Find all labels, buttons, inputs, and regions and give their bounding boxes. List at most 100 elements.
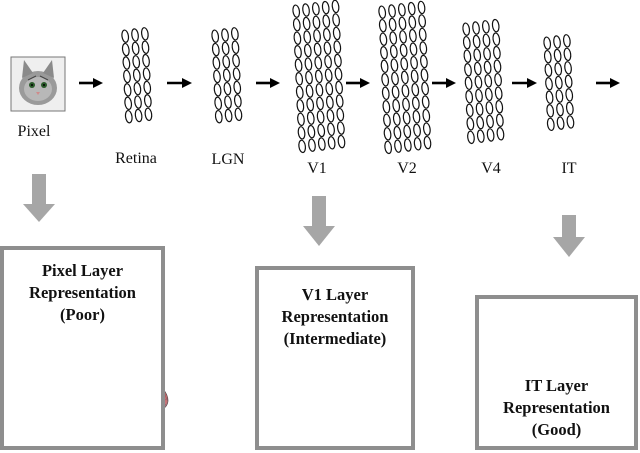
neuron-icon <box>418 14 427 28</box>
neuron-icon <box>222 68 231 83</box>
neuron-icon <box>313 29 321 43</box>
neuron-icon <box>393 125 402 140</box>
down-arrow-it <box>553 215 585 257</box>
neuron-icon <box>317 123 326 138</box>
neuron-icon <box>134 108 143 123</box>
neuron-icon <box>303 30 312 44</box>
neuron-icon <box>564 74 573 89</box>
neuron-icon <box>233 80 242 95</box>
neuron-icon <box>232 53 240 68</box>
neuron-icon <box>390 58 399 72</box>
neuron-icon <box>380 59 389 74</box>
neuron-icon <box>556 116 565 130</box>
neuron-icon <box>334 53 342 68</box>
neuron-icon <box>335 94 344 108</box>
neuron-icon <box>402 97 410 112</box>
pixel-representation-box: Pixel Layer Representation (Poor) <box>0 246 165 450</box>
neuron-icon <box>308 138 316 152</box>
neuron-icon <box>141 40 150 54</box>
neuron-icon <box>144 107 153 122</box>
neuron-icon <box>392 112 401 126</box>
neuron-icon <box>232 67 241 81</box>
v1-box-title-line2: Representation <box>281 307 389 326</box>
neuron-icon <box>400 70 409 85</box>
neuron-icon <box>143 94 152 108</box>
neuron-icon <box>400 57 409 71</box>
stage-label-retina: Retina <box>115 150 157 167</box>
neuron-icon <box>322 14 331 28</box>
neuron-icon <box>388 4 396 18</box>
neuron-icon <box>122 56 131 70</box>
neuron-icon <box>546 117 555 132</box>
neuron-icon <box>465 90 474 104</box>
neuron-icon <box>475 88 483 103</box>
flow-arrow-icon <box>79 78 103 88</box>
neuron-icon <box>211 42 220 57</box>
neuron-icon <box>423 135 432 150</box>
neuron-icon <box>306 97 315 112</box>
neuron-icon <box>403 138 412 152</box>
neuron-icon <box>132 55 141 69</box>
neuron-icon <box>482 33 491 48</box>
v1-box-title-line3: (Intermediate) <box>283 329 387 348</box>
neuron-icon <box>476 115 485 130</box>
neuron-icon <box>382 100 391 114</box>
neuron-icon <box>554 62 563 76</box>
neuron-icon <box>463 49 472 63</box>
neuron-icon <box>214 109 223 124</box>
neuron-icon <box>296 99 305 113</box>
neuron-icon <box>399 43 408 58</box>
neuron-icon <box>123 69 131 84</box>
v1-representation-box: V1 Layer Representation (Intermediate) <box>255 266 415 450</box>
neuron-icon <box>483 60 492 75</box>
neuron-icon <box>473 48 482 62</box>
neuron-icon <box>224 95 232 109</box>
neuron-icon <box>394 139 402 153</box>
neuron-icon <box>464 76 473 91</box>
neuron-icon <box>292 17 301 32</box>
neuron-icon <box>412 110 421 124</box>
neuron-icon <box>566 115 575 129</box>
neuron-icon <box>545 76 553 91</box>
neuron-icon <box>333 40 342 54</box>
down-arrow-v1 <box>303 196 335 246</box>
neuron-icon <box>211 29 220 43</box>
neuron-icon <box>143 80 152 95</box>
neuron-icon <box>402 111 411 125</box>
neuron-icon <box>409 42 418 56</box>
neuron-icon <box>323 41 332 55</box>
it-representation-box: IT Layer Representation (Good) <box>475 295 638 450</box>
neuron-icon <box>493 45 501 60</box>
neuron-icon <box>381 86 390 101</box>
neuron-icon <box>325 81 334 96</box>
flow-arrow-icon <box>432 78 456 88</box>
neuron-icon <box>305 84 314 98</box>
neuron-icon <box>327 122 335 137</box>
neuron-grid-v1 <box>292 0 346 154</box>
neuron-icon <box>553 35 561 49</box>
neuron-icon <box>383 127 392 141</box>
stage-label-it: IT <box>561 160 577 177</box>
neuron-icon <box>472 21 480 35</box>
stage-label-v2: V2 <box>397 160 417 177</box>
neuron-icon <box>381 73 390 87</box>
neuron-icon <box>327 136 336 150</box>
neuron-icon <box>316 110 325 124</box>
neuron-icon <box>411 82 420 97</box>
neuron-icon <box>464 62 472 77</box>
neuron-icon <box>222 55 231 69</box>
neuron-icon <box>295 72 304 86</box>
neuron-icon <box>231 40 240 54</box>
neuron-icon <box>420 68 429 82</box>
neuron-icon <box>420 54 428 69</box>
neuron-icon <box>133 81 142 96</box>
neuron-icon <box>332 26 341 41</box>
neuron-icon <box>121 42 130 57</box>
stage-label-lgn: LGN <box>211 151 245 168</box>
neuron-icon <box>131 41 140 56</box>
pixel-box-title-line2: Representation <box>29 283 136 302</box>
neuron-icon <box>303 43 312 58</box>
neuron-icon <box>214 96 223 111</box>
neuron-icon <box>476 129 485 143</box>
